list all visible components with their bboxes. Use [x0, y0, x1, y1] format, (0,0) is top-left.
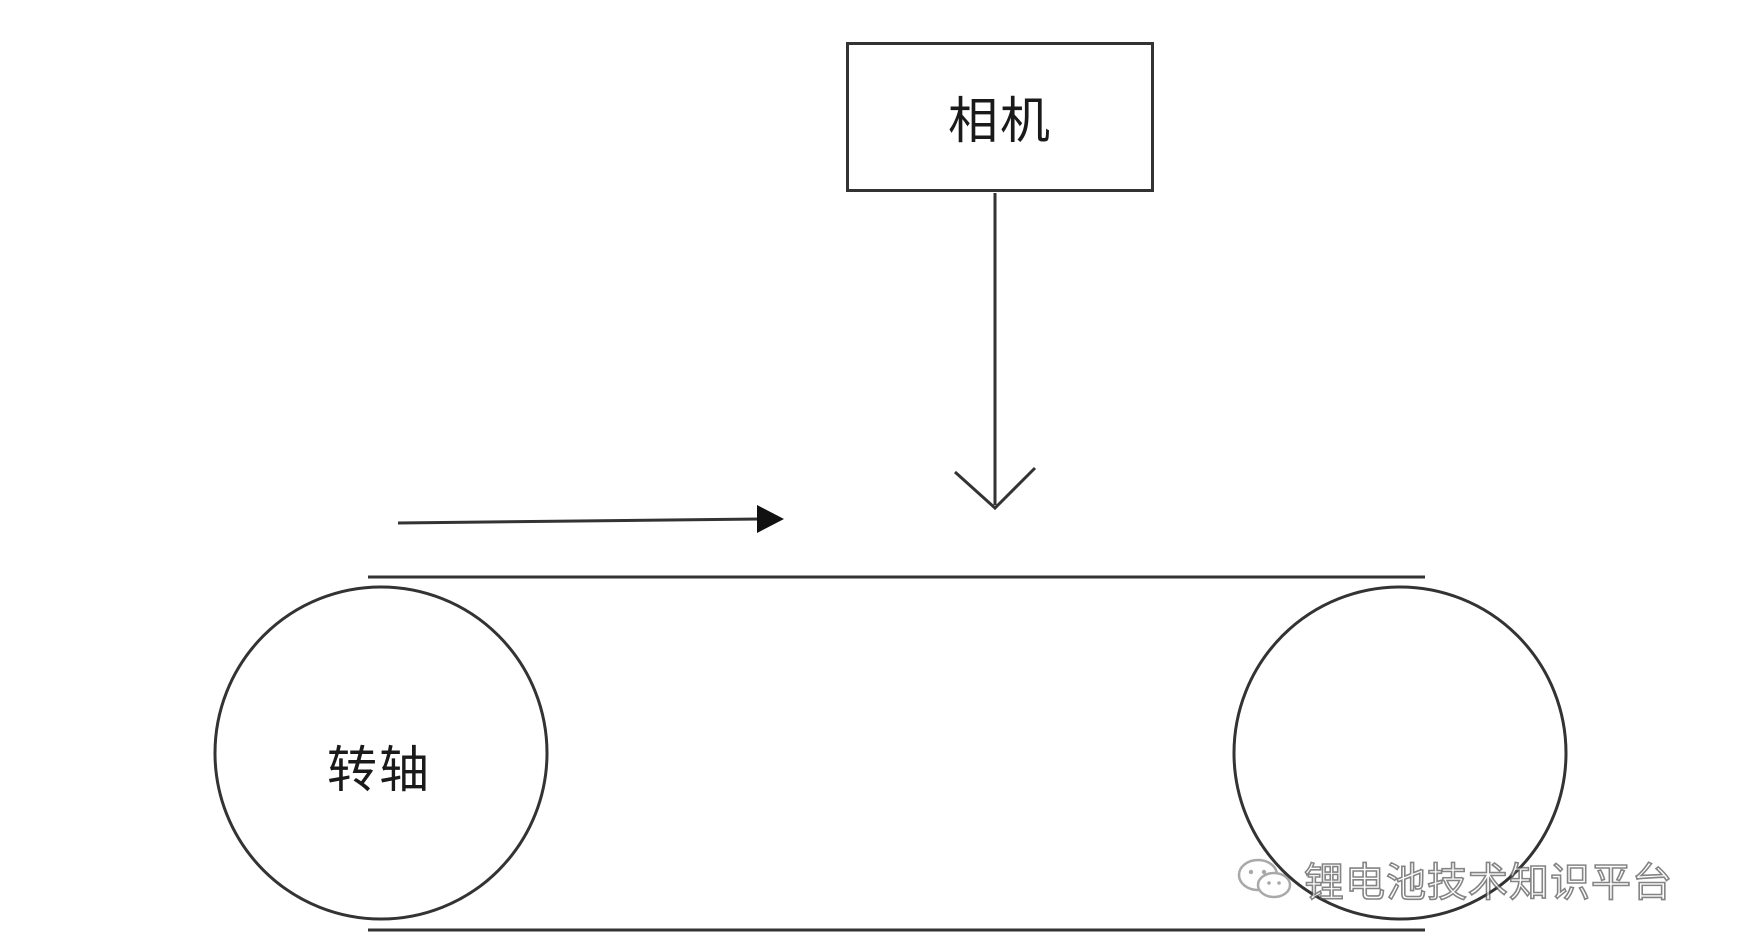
left-roller	[213, 585, 549, 921]
wechat-icon	[1237, 858, 1292, 899]
roller-label: 转轴	[327, 741, 431, 799]
watermark-text: 锂电池技术知识平台	[1303, 859, 1673, 907]
camera-box: 相机	[846, 42, 1154, 192]
camera-label: 相机	[948, 92, 1052, 150]
right-roller	[1232, 585, 1568, 921]
motion-arrow-shaft	[397, 517, 761, 525]
camera-arrow-head	[953, 466, 1037, 511]
motion-arrow-head	[757, 505, 784, 533]
watermark: 锂电池技术知识平台	[1236, 850, 1673, 908]
